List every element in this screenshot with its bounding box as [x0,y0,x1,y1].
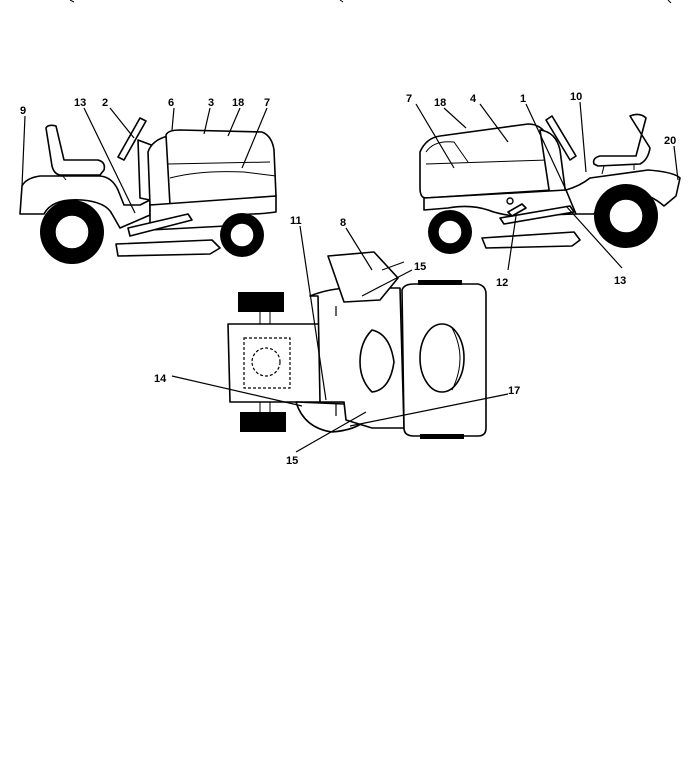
callout-8: 8 [340,217,346,229]
tractor-right-side-view [419,113,681,254]
callout-13-right: 13 [614,275,626,287]
seat-right [592,113,651,167]
callout-18-left: 18 [232,97,244,109]
seat-outline [243,337,291,389]
callouts-top-view: 11 8 15 14 17 15 [154,215,520,467]
seat [45,124,106,176]
running-board-right [499,205,575,225]
callout-7-left: 7 [264,97,270,109]
callouts-right-view: 7 18 4 1 10 20 12 13 [406,91,676,289]
tractor-top-view [227,251,487,439]
callouts-left-view: 9 13 2 6 3 18 7 [20,97,270,117]
top-rear-wheel-upper [238,292,284,312]
callout-11: 11 [290,215,302,227]
hood-right [419,123,553,199]
callout-18-right: 18 [434,97,446,109]
callout-15-lower: 15 [286,455,298,467]
callout-15-upper: 15 [414,261,426,273]
callout-2: 2 [102,97,108,109]
steering-wheel [117,117,147,161]
callout-14: 14 [154,373,167,385]
callout-1: 1 [520,93,526,105]
callout-7-right: 7 [406,93,412,105]
dash-oval [359,329,395,393]
leaders-right [415,101,679,271]
mower-deck [115,239,221,257]
leaders-left [21,107,268,214]
callout-20: 20 [664,135,676,147]
running-board [127,213,193,237]
rear-body [19,175,151,229]
leaders-top [171,225,509,453]
top-rear-wheel-lower [240,412,286,432]
steering-wheel-right [545,115,577,161]
discharge-chute [327,251,399,303]
callout-10: 10 [570,91,582,103]
callout-6: 6 [168,97,174,109]
callout-13-left: 13 [74,97,86,109]
grille-oval [419,323,465,393]
hood [165,129,277,206]
lift-lever [507,203,527,217]
callout-9: 9 [20,105,26,117]
callout-4: 4 [470,93,477,105]
callout-17: 17 [508,385,520,397]
top-edge-marks [69,0,672,4]
callout-3: 3 [208,97,214,109]
tractor-left-side-view [19,117,277,264]
mower-deck-right [481,231,581,249]
callout-12: 12 [496,277,508,289]
